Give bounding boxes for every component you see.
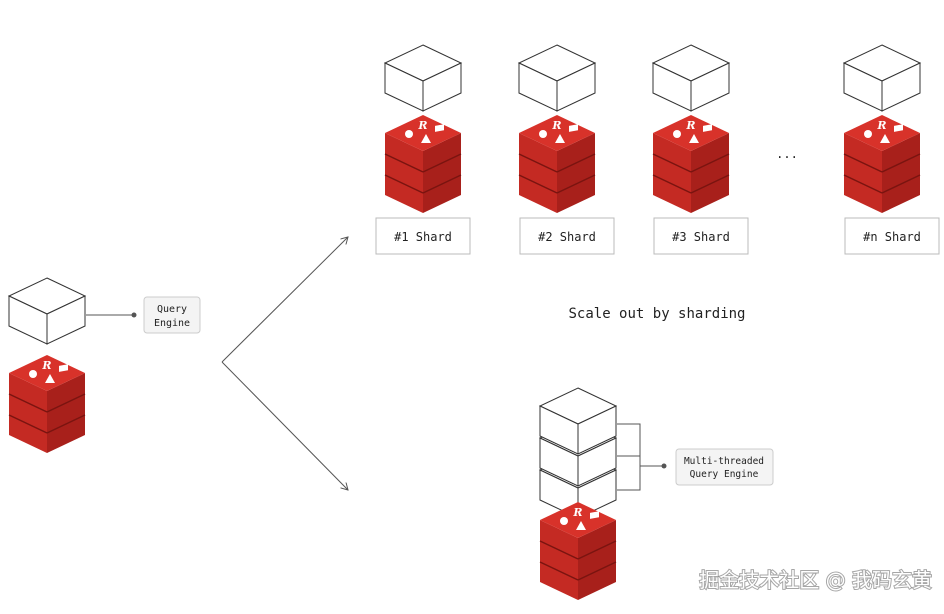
query-engine-label-1: Query — [157, 304, 187, 315]
query-engine-label-2: Engine — [154, 318, 190, 329]
data-store-cube-icon — [652, 44, 730, 112]
multithreaded-engine-label-1: Multi-threaded — [684, 456, 764, 467]
redis-node-icon — [518, 114, 596, 214]
scale-up-group: Multi-threaded Query Engine — [539, 387, 774, 601]
shard-n: #n Shard — [843, 44, 940, 255]
redis-node-icon — [384, 114, 462, 214]
ellipsis: ... — [776, 147, 798, 161]
shard-label-box — [519, 217, 615, 255]
multithreaded-engine-box — [675, 448, 774, 486]
redis-node-icon — [8, 354, 86, 454]
query-engine-box — [143, 296, 201, 334]
shard-2: #2 Shard — [518, 44, 615, 255]
single-node-group: Query Engine — [8, 277, 201, 454]
redis-node-icon — [843, 114, 921, 214]
shard-label: #n Shard — [863, 230, 921, 244]
multithreaded-engine-label-2: Query Engine — [690, 469, 759, 480]
shard-label-box — [653, 217, 749, 255]
data-store-cube-icon — [843, 44, 921, 112]
shard-label: #3 Shard — [672, 230, 730, 244]
shard-1: #1 Shard — [375, 44, 471, 255]
shard-3: #3 Shard — [652, 44, 749, 255]
shard-label-box — [375, 217, 471, 255]
scale-out-caption: Scale out by sharding — [568, 306, 745, 322]
data-store-cube-icon — [384, 44, 462, 112]
data-store-cube-icon — [518, 44, 596, 112]
shard-label: #2 Shard — [538, 230, 596, 244]
redis-node-icon — [652, 114, 730, 214]
watermark: 掘金技术社区 @ 我码玄黄 — [699, 568, 932, 592]
branch-arrows — [221, 237, 348, 490]
shard-label: #1 Shard — [394, 230, 452, 244]
data-store-cube-icon — [8, 277, 86, 345]
shard-label-box — [844, 217, 940, 255]
redis-node-icon — [539, 501, 617, 601]
